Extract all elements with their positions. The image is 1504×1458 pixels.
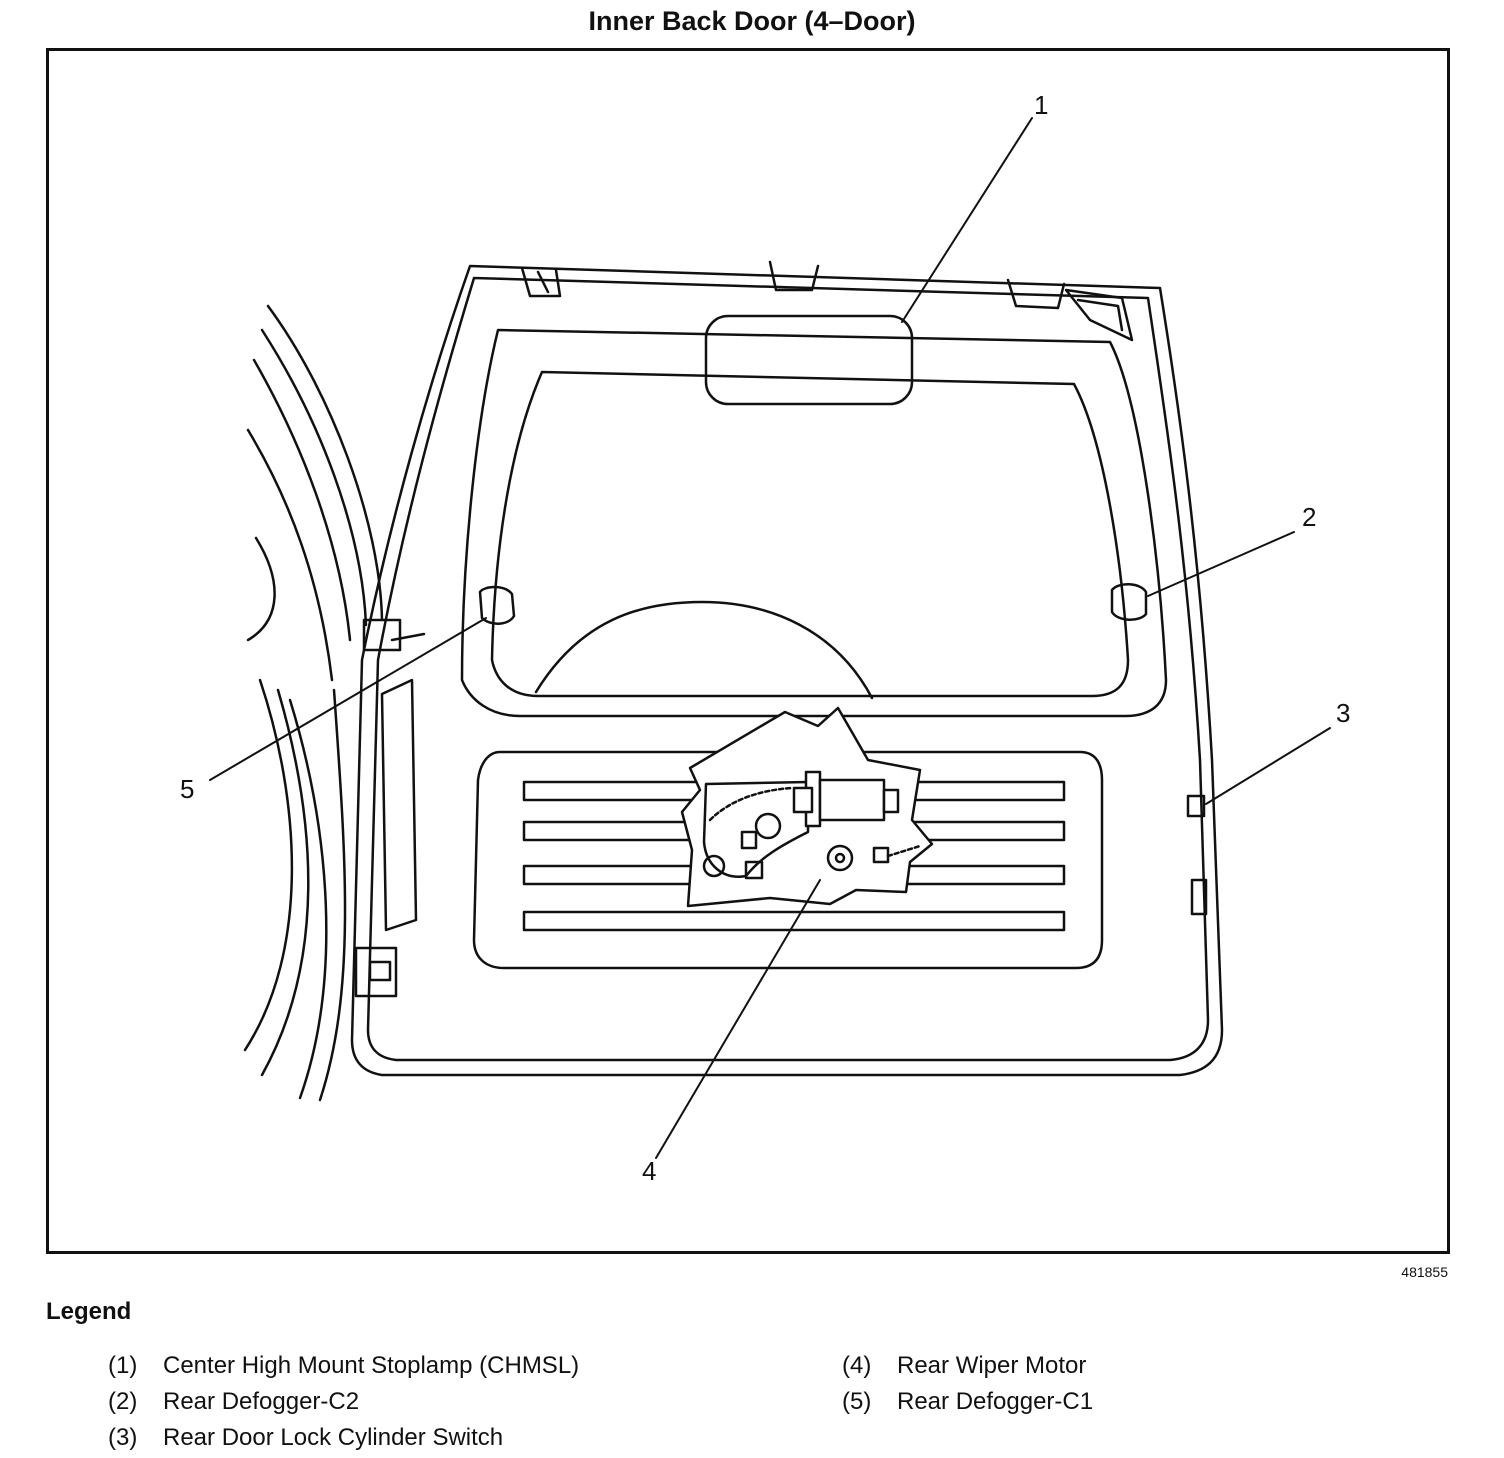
legend-item: (1) Center High Mount Stoplamp (CHMSL): [108, 1348, 579, 1384]
legend-item-number: (5): [842, 1388, 872, 1415]
rear-glass: [490, 370, 1130, 698]
legend-item-number: (4): [842, 1352, 872, 1379]
chmsl-lamp: [704, 314, 914, 406]
figure-id: 481855: [1401, 1264, 1448, 1280]
window-trim: [460, 328, 1168, 718]
rear-wiper-motor: [680, 706, 934, 908]
legend-column-right: (4) Rear Wiper Motor (5) Rear Defogger-C…: [842, 1348, 1093, 1420]
legend-item-label: Rear Defogger-C1: [897, 1388, 1094, 1415]
callout-3: 3: [1336, 698, 1350, 728]
legend-item-label: Rear Door Lock Cylinder Switch: [163, 1424, 504, 1451]
legend-item-label: Center High Mount Stoplamp (CHMSL): [163, 1352, 580, 1379]
legend-item: (5) Rear Defogger-C1: [842, 1384, 1093, 1420]
callout-4: 4: [642, 1156, 656, 1186]
callout-1: 1: [1034, 90, 1048, 120]
diagram-frame: [46, 48, 1450, 1254]
top-latches: [520, 260, 1134, 342]
defogger-c2-connector: [1110, 583, 1148, 621]
legend-item-label: Rear Wiper Motor: [897, 1352, 1087, 1379]
lower-trim-panel: [472, 750, 1104, 970]
legend-item: (3) Rear Door Lock Cylinder Switch: [108, 1420, 579, 1456]
callout-2: 2: [1302, 502, 1316, 532]
legend-item: (2) Rear Defogger-C2: [108, 1384, 579, 1420]
legend-column-left: (1) Center High Mount Stoplamp (CHMSL) (…: [108, 1348, 579, 1456]
legend-item: (4) Rear Wiper Motor: [842, 1348, 1093, 1384]
legend-item-number: (1): [108, 1352, 138, 1379]
legend-item-number: (2): [108, 1388, 138, 1415]
diagram-title: Inner Back Door (4–Door): [588, 6, 916, 36]
lock-cylinder-switch: [1186, 794, 1206, 818]
legend-heading: Legend: [46, 1298, 132, 1325]
callout-5: 5: [180, 774, 194, 804]
defogger-c1-connector: [478, 585, 516, 625]
legend-item-number: (3): [108, 1424, 138, 1451]
callout-leaders: [209, 117, 1331, 1159]
door-outer-outline: [350, 264, 1224, 1077]
wiper-sweep-arc: [534, 600, 874, 700]
legend-item-label: Rear Defogger-C2: [163, 1388, 360, 1415]
